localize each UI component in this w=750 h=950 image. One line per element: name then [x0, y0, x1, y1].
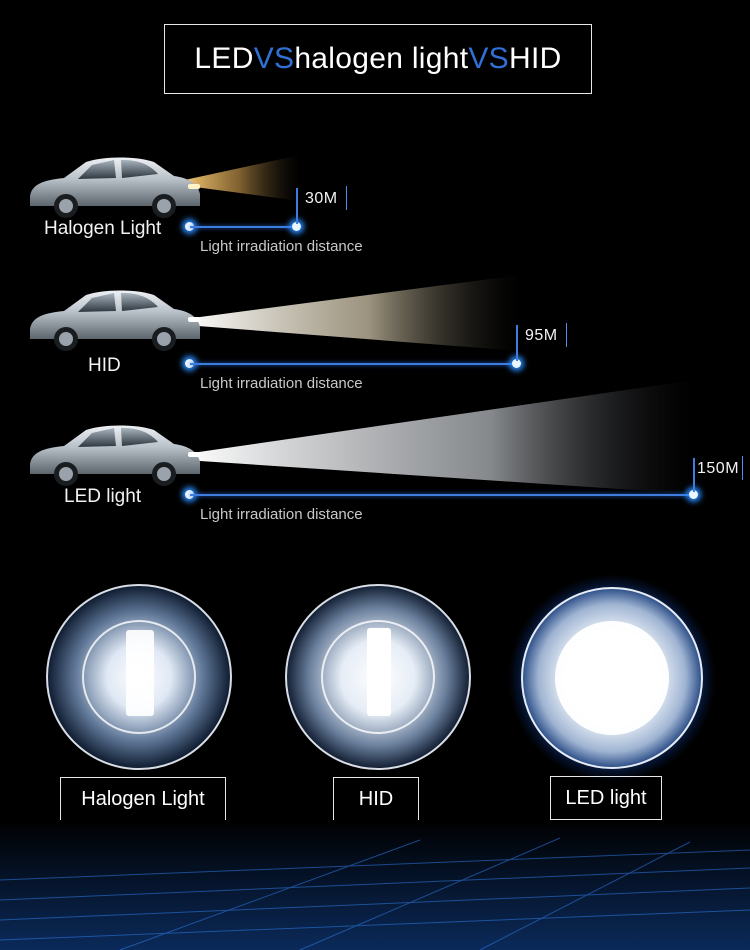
distance-bracket [566, 323, 567, 347]
car-icon [30, 290, 200, 351]
distance-bracket [742, 456, 743, 480]
distance-start-dot [185, 359, 194, 368]
bulb-label-hid: HID [333, 777, 419, 821]
distance-start-dot [185, 490, 194, 499]
car-icon [30, 425, 200, 486]
led-beam [185, 380, 695, 494]
floor-decoration [0, 820, 750, 950]
page-title: LED VS halogen light VS HID [164, 24, 592, 94]
distance-start-dot [185, 222, 194, 231]
distance-caption: Light irradiation distance [200, 238, 363, 255]
title-halogen: halogen light [294, 42, 469, 75]
halogen-beam [180, 155, 300, 201]
led-bulb-image [508, 574, 716, 782]
distance-end-dot [292, 222, 301, 231]
distance-end-dot [689, 490, 698, 499]
distance-marker [693, 458, 695, 492]
distance-marker [516, 325, 518, 361]
bulb-label-halogen: Halogen Light [60, 777, 226, 821]
distance-line [190, 494, 693, 496]
distance-line [190, 226, 296, 228]
car-label: Halogen Light [44, 218, 162, 239]
title-hid: HID [508, 42, 562, 75]
hid-beam [185, 275, 520, 351]
comparison-row-led: LED light 150M Light irradiation distanc… [0, 380, 750, 523]
car-icon [30, 157, 200, 218]
distance-line [190, 363, 516, 365]
car-label: LED light [64, 486, 142, 507]
hid-bulb-image [285, 584, 471, 770]
distance-bracket [346, 186, 347, 210]
distance-marker [296, 188, 298, 224]
car-label: HID [88, 355, 121, 376]
comparison-row-halogen: Halogen Light 30M Light irradiation dist… [0, 150, 750, 280]
comparison-row-hid: HID 95M Light irradiation distance [0, 275, 750, 405]
title-vs-2: VS [468, 42, 509, 75]
distance-value: 150M [697, 460, 740, 477]
distance-caption: Light irradiation distance [200, 506, 363, 523]
distance-caption: Light irradiation distance [200, 375, 363, 392]
distance-end-dot [512, 359, 521, 368]
distance-value: 30M [305, 190, 338, 207]
title-vs-1: VS [253, 42, 295, 75]
halogen-bulb-image [46, 584, 232, 770]
distance-value: 95M [525, 327, 558, 344]
bulb-label-led: LED light [550, 776, 662, 820]
title-led: LED [194, 42, 254, 75]
